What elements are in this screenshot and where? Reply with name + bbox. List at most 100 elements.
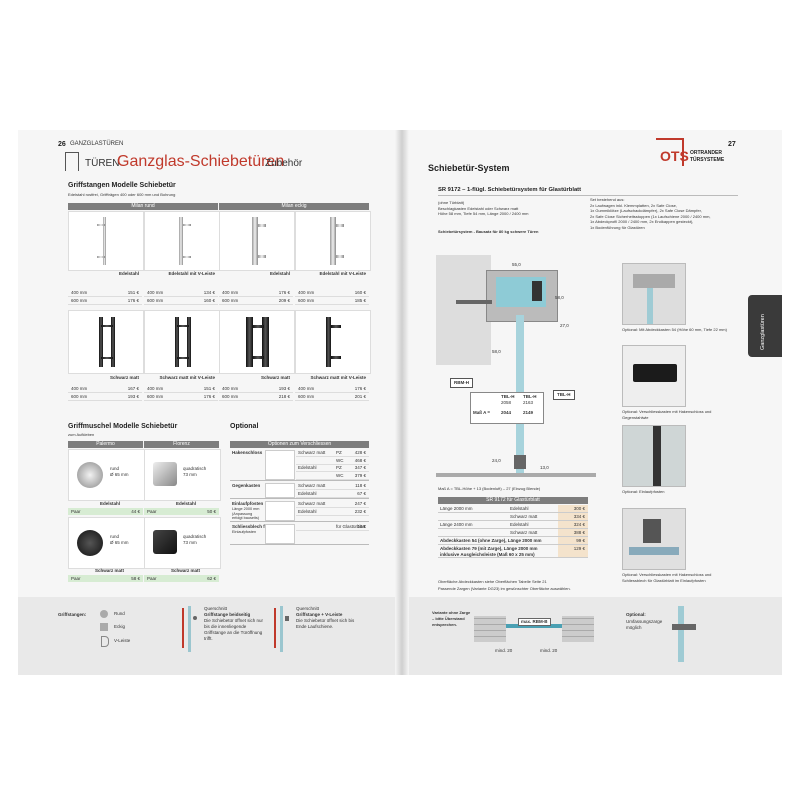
length-cell: 400 mm <box>71 290 88 295</box>
product-image <box>144 211 220 271</box>
zarge-diagram <box>668 606 702 662</box>
product-image <box>144 449 221 501</box>
product-image <box>68 449 145 501</box>
col-header-milan-rund: Milan rund <box>68 203 218 210</box>
wall-diagram <box>474 616 594 642</box>
price-cell: 334 € <box>558 513 588 520</box>
product-image <box>68 211 144 271</box>
dim-label: 58,0 <box>555 295 564 300</box>
product-image <box>295 211 371 271</box>
product-image <box>219 211 295 271</box>
variant-label: Edelstahl <box>269 271 290 276</box>
dim-table: TBL-H TBL-H 2058 2163 Maß A = 2044 2149 <box>470 392 544 424</box>
cross-section-diagram <box>178 606 200 656</box>
caption: Optional: Verschliesskasten mit Hakensch… <box>622 572 712 583</box>
desc-cell: Abdeckkasten 79 (mit Zarge), Länge 2000 … <box>440 546 538 557</box>
col-header-milan-eckig: Milan eckig <box>219 203 369 210</box>
note1-pre: Querschnitt <box>204 606 228 611</box>
photo-schliessblech <box>622 508 686 570</box>
length-cell: 400 mm <box>147 386 164 391</box>
sr-left-text: (ohne Türblatt) Beschlagkasten Edelstahl… <box>438 200 529 216</box>
option-price: 118 € <box>355 483 366 488</box>
option-name: Hakenschloss <box>232 450 263 455</box>
price-cell: 218 € <box>278 394 290 399</box>
photo-einlaufpfosten <box>622 425 686 487</box>
variant-label: Schwarz matt <box>171 568 201 573</box>
price-cell: 151 € <box>203 386 215 391</box>
dim-label: RBM-H <box>450 378 473 388</box>
option-cell: WC <box>336 457 344 463</box>
price-cell: 193 € <box>278 386 290 391</box>
note-zargen: Passende Zargen (Variante DG23) im gewün… <box>438 586 571 591</box>
legend-item: Eckig <box>114 624 126 629</box>
optional-table-header: Optionen zum Verschliessen <box>230 441 369 448</box>
v-bar-icon <box>101 636 109 647</box>
option-cell: PZ <box>336 465 342 470</box>
price-cell: 176 € <box>354 386 366 391</box>
variant-label: Edelstahl <box>118 271 139 276</box>
length-cell: 400 mm <box>147 290 164 295</box>
formula: Maß A = TBL-Höhe + 13 (Bodenluft) – 27 (… <box>438 486 541 491</box>
price-cell: 324 € <box>558 521 588 528</box>
muschel-heading: Griffmuschel Modelle Schiebetür <box>68 423 178 430</box>
dim-label: 13,0 <box>540 465 549 470</box>
price-cell: 99 € <box>558 537 588 544</box>
page-title: Ganzglas-Schiebetüren <box>117 153 285 170</box>
option-price: 428 € <box>354 450 366 455</box>
desc-cell: Abdeckkasten 54 (ohne Zarge), Länge 2000… <box>440 538 542 543</box>
product-image <box>144 517 221 569</box>
variant-label: Edelstahl <box>176 501 197 506</box>
technical-drawing <box>436 255 596 485</box>
length-cell: 600 mm <box>71 394 88 399</box>
dim-label: 58,0 <box>492 349 501 354</box>
griff-heading: Griffstangen Modelle Schiebetür <box>68 182 176 189</box>
price-cell: 185 € <box>354 298 366 303</box>
length-cell: 400 mm <box>71 386 88 391</box>
note2-pre: Querschnitt <box>296 606 320 611</box>
price-table-row: Abdeckkasten 54 (ohne Zarge), Länge 2000… <box>438 537 588 545</box>
price-cell: 160 € <box>203 298 215 303</box>
option-cell: PZ <box>336 450 342 455</box>
min-label: mind. 20 <box>495 648 513 653</box>
cross-section-diagram <box>270 606 292 656</box>
product-image <box>219 310 295 374</box>
page-title-right: Schiebetür-System <box>428 163 510 173</box>
desc-cell: Länge 2400 mm <box>440 522 473 527</box>
product-image <box>68 517 145 569</box>
note1-body: Die Schiebetür öffnet sich nur bis die i… <box>204 618 263 641</box>
length-cell: 400 mm <box>298 386 315 391</box>
option-cell: Schwarz matt <box>298 501 326 506</box>
left-page-bottom-band <box>18 597 398 675</box>
variant-label: Schwarz matt mit V-Leiste <box>310 375 366 380</box>
length-cell: 600 mm <box>298 298 315 303</box>
option-name: Schliessblech für <box>232 524 270 529</box>
variant-label: Schwarz matt <box>95 568 125 573</box>
right-page <box>402 130 782 675</box>
price-cell: 209 € <box>278 298 290 303</box>
option-image <box>265 501 295 521</box>
price-cell: 176 € <box>278 290 290 295</box>
legend-item: V-Leiste <box>114 638 131 643</box>
door-icon <box>65 152 79 171</box>
option-image <box>265 450 295 480</box>
length-cell: 600 mm <box>298 394 315 399</box>
divider <box>230 498 369 499</box>
price-table-row: Abdeckkasten 79 (mit Zarge), Länge 2000 … <box>438 545 588 558</box>
variant-label: Schwarz matt <box>260 375 290 380</box>
